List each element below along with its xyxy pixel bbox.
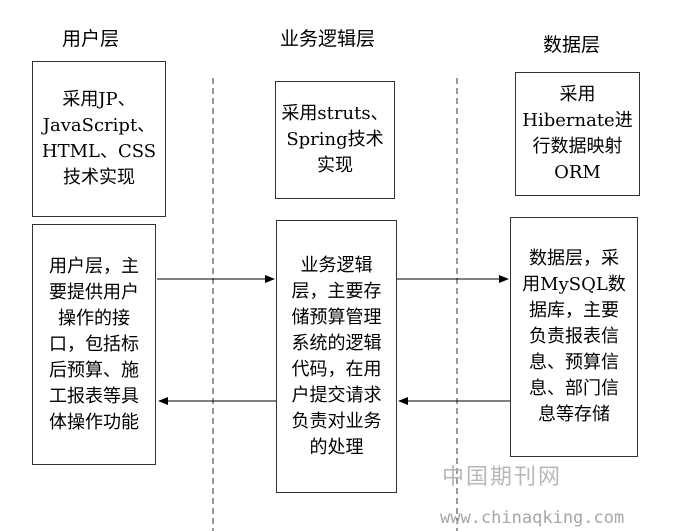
business-tech-line: Spring技术: [286, 129, 384, 150]
user-layer-tech-box: 采用JP、 JavaScript、 HTML、CSS 技术实现: [32, 61, 166, 217]
business-layer-desc-box: 业务逻辑 层，主要存 储预算管理 系统的逻辑 代码，在用 户提交请求 负责对业务…: [276, 220, 397, 493]
data-layer-desc-box: 数据层，采 用MySQL数 据库，主要 负责报表信 息、预算信 息、部门信 息等…: [510, 217, 638, 457]
data-desc-line: 数据层，采: [529, 248, 619, 269]
business-desc-line: 系统的逻辑: [291, 332, 382, 354]
business-desc-line: 负责对业务: [291, 410, 382, 432]
data-desc-line: 据库，主要: [529, 300, 619, 321]
business-desc-line: 业务逻辑: [300, 254, 373, 276]
business-desc-line: 代码，在用: [291, 358, 382, 380]
data-desc-line: 息、部门信: [529, 378, 619, 399]
data-tech-line: 采用: [559, 84, 596, 105]
business-layer-tech-box: 采用struts、 Spring技术 实现: [275, 81, 395, 199]
data-desc-line: 用MySQL数: [522, 274, 626, 295]
business-desc-line: 的处理: [309, 436, 364, 458]
user-desc-line: 后预算、施: [49, 359, 139, 381]
business-tech-line: 实现: [317, 155, 353, 176]
user-desc-line: 体操作功能: [49, 411, 139, 433]
user-tech-line: 技术实现: [63, 167, 135, 188]
data-tech-line: 行数据映射: [532, 136, 623, 157]
user-tech-line: HTML、CSS: [41, 141, 157, 162]
data-desc-line: 息等存储: [538, 404, 610, 425]
business-tech-line: 采用struts、: [281, 103, 389, 124]
user-layer-desc-box: 用户层，主 要提供用户 操作的接 口，包括标 后预算、施 工报表等具 体操作功能: [32, 224, 156, 465]
user-desc-line: 工报表等具: [49, 385, 139, 407]
user-desc-line: 要提供用户: [49, 281, 139, 303]
business-desc-line: 户提交请求: [291, 384, 382, 406]
data-desc-line: 息、预算信: [529, 352, 619, 373]
data-tech-line: ORM: [554, 162, 601, 183]
user-tech-line: 采用JP、: [62, 89, 136, 110]
user-layer-title: 用户层: [62, 28, 120, 50]
business-layer-title: 业务逻辑层: [280, 28, 376, 50]
data-desc-line: 负责报表信: [529, 326, 619, 347]
user-desc-line: 口，包括标: [49, 333, 139, 355]
user-desc-line: 用户层，主: [49, 255, 139, 277]
watermark-url: www.chinaqking.com: [440, 508, 625, 528]
watermark-chinese: 中国期刊网: [442, 465, 563, 490]
user-tech-line: JavaScript、: [42, 115, 156, 136]
data-tech-line: Hibernate进: [522, 110, 633, 131]
user-desc-line: 操作的接: [58, 307, 130, 329]
data-layer-title: 数据层: [543, 34, 601, 56]
business-desc-line: 储预算管理: [291, 306, 382, 328]
business-desc-line: 层，主要存: [291, 280, 382, 302]
data-layer-tech-box: 采用 Hibernate进 行数据映射 ORM: [515, 72, 640, 196]
